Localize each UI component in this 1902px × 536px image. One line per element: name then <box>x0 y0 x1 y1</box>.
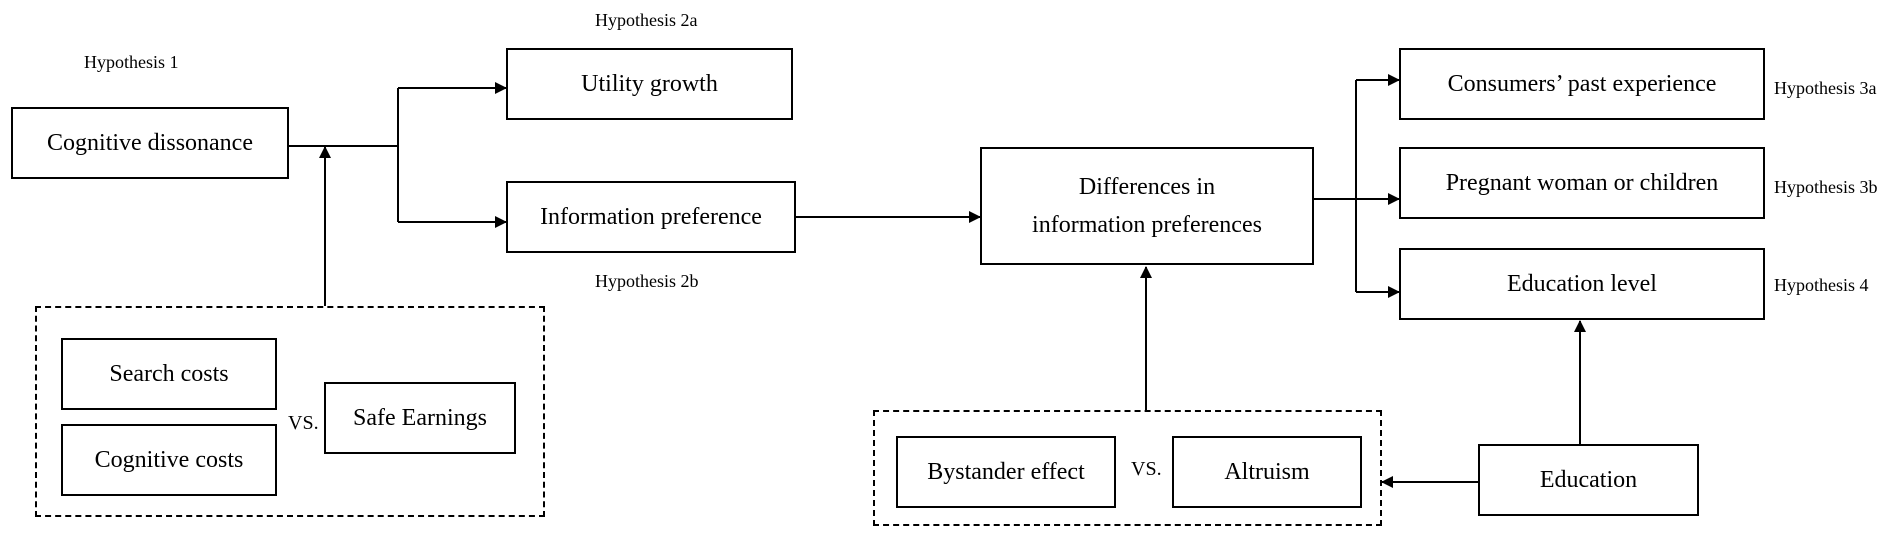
cognitive-dissonance-box: Cognitive dissonance <box>11 107 289 179</box>
information-preference-box: Information preference <box>506 181 796 253</box>
cognitive-costs-box: Cognitive costs <box>61 424 277 496</box>
bystander-effect-text: Bystander effect <box>927 458 1085 485</box>
cognitive-costs-text: Cognitive costs <box>94 446 244 473</box>
vs-label-left: VS. <box>288 412 319 434</box>
consumers-past-experience-text: Consumers’ past experience <box>1447 70 1717 97</box>
altruism-text: Altruism <box>1224 458 1310 485</box>
bystander-effect-box: Bystander effect <box>896 436 1116 508</box>
information-preference-text: Information preference <box>540 203 762 230</box>
hypothesis-2b-label: Hypothesis 2b <box>595 271 699 291</box>
consumers-past-experience-box: Consumers’ past experience <box>1399 48 1765 120</box>
hypothesis-3b-label: Hypothesis 3b <box>1774 177 1878 197</box>
bystander-vs-altruism-group <box>873 410 1382 526</box>
search-costs-box: Search costs <box>61 338 277 410</box>
utility-growth-text: Utility growth <box>581 70 718 97</box>
costs-vs-earnings-group <box>35 306 545 517</box>
differences-line-1: Differences in <box>1078 173 1216 200</box>
hypothesis-2a-label: Hypothesis 2a <box>595 10 698 30</box>
education-level-text: Education level <box>1507 270 1657 297</box>
safe-earnings-box: Safe Earnings <box>324 382 516 454</box>
differences-line-2: information preferences <box>1032 212 1262 238</box>
cognitive-dissonance-text: Cognitive dissonance <box>47 129 253 156</box>
hypothesis-1-label: Hypothesis 1 <box>84 52 179 72</box>
pregnant-woman-box: Pregnant woman or children <box>1399 147 1765 219</box>
hypothesis-3a-label: Hypothesis 3a <box>1774 78 1877 98</box>
utility-growth-box: Utility growth <box>506 48 793 120</box>
altruism-box: Altruism <box>1172 436 1362 508</box>
education-level-box: Education level <box>1399 248 1765 320</box>
education-text: Education <box>1539 466 1638 493</box>
differences-in-information-preferences-box: Differences in information preferences <box>980 147 1314 265</box>
education-box: Education <box>1478 444 1699 516</box>
safe-earnings-text: Safe Earnings <box>353 404 487 431</box>
hypothesis-4-label: Hypothesis 4 <box>1774 275 1869 295</box>
search-costs-text: Search costs <box>109 360 229 387</box>
pregnant-woman-text: Pregnant woman or children <box>1445 169 1719 196</box>
vs-label-right: VS. <box>1131 458 1162 480</box>
